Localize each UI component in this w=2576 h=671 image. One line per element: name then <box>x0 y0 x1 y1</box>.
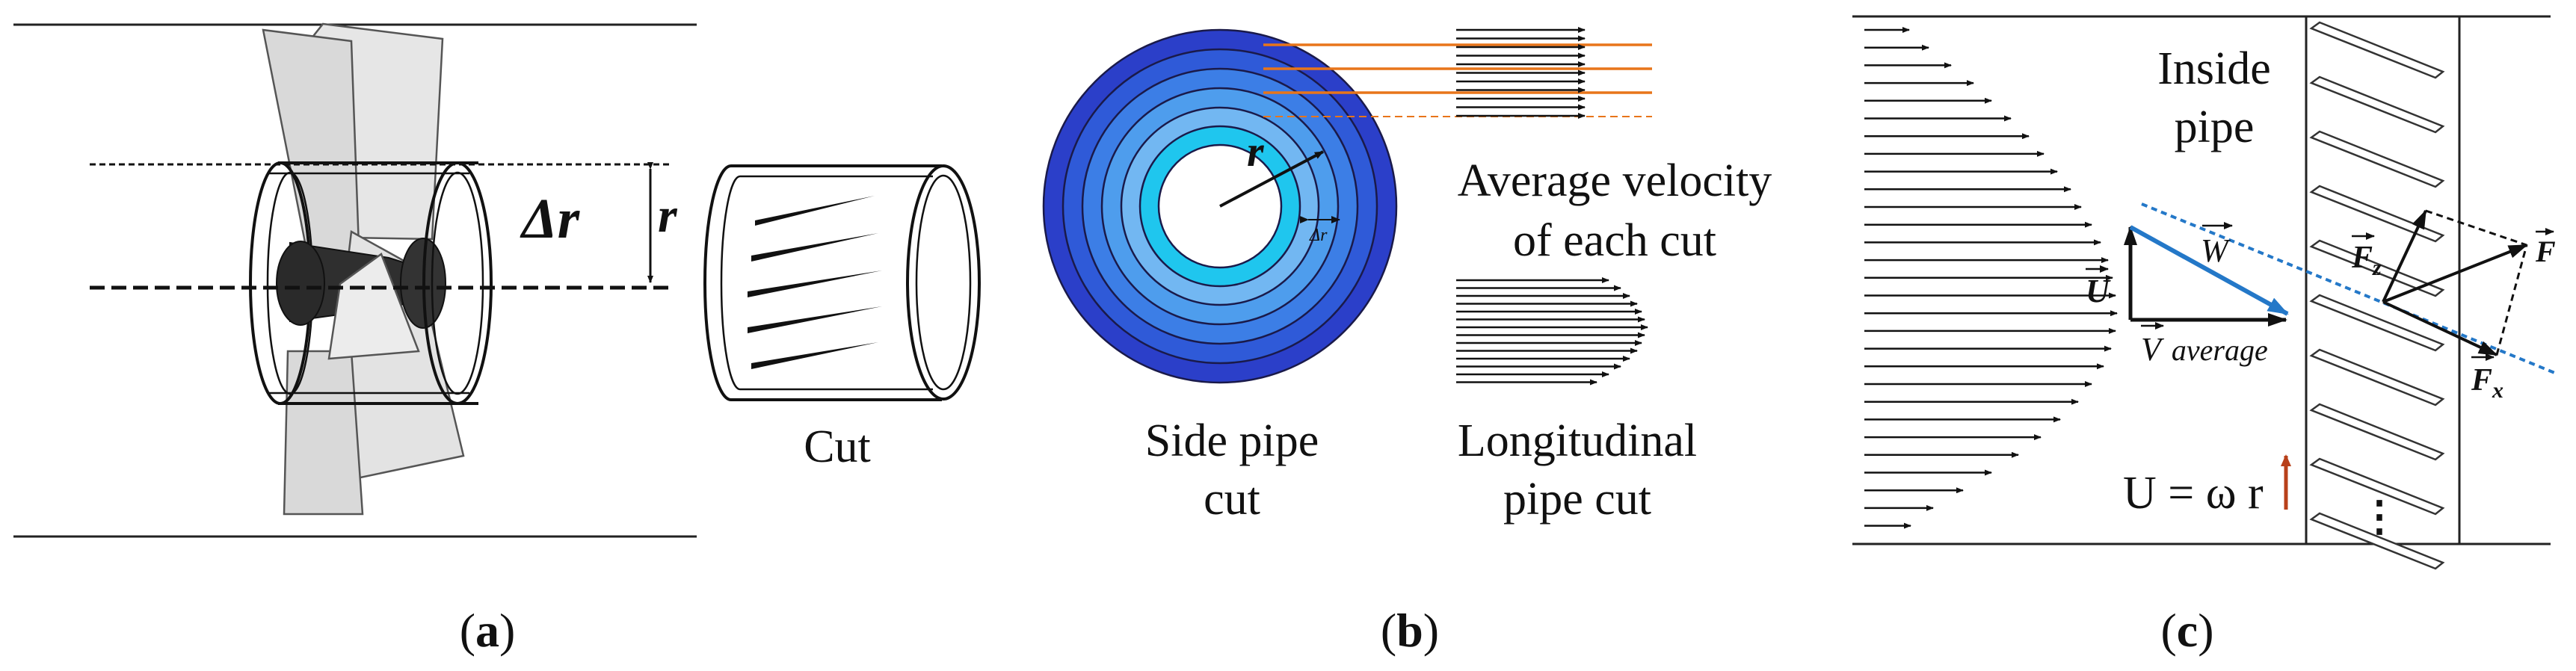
longitudinal-label-2: pipe cut <box>1503 474 1651 525</box>
fx-completion-line <box>2495 244 2528 356</box>
cut-label: Cut <box>804 421 871 472</box>
chord-line <box>2141 202 2557 375</box>
annulus-right-face <box>422 161 493 405</box>
cascade-blade <box>2309 403 2445 461</box>
longitudinal-label-1: Longitudinal <box>1458 415 1697 466</box>
radius-arrow <box>1219 150 1324 208</box>
average-velocity-label-2: of each cut <box>1513 215 1716 266</box>
velocity-profile-arrows <box>1864 27 2118 529</box>
w-label: W <box>2201 222 2233 269</box>
caption-c: (c) <box>2160 604 2213 657</box>
average-velocity-label-1: Average velocity <box>1458 155 1772 206</box>
turbine-blade-lower <box>283 350 364 516</box>
formula-label: U = ω r <box>2123 468 2264 519</box>
radius-label: r <box>1247 127 1264 176</box>
inside-pipe-label-1: Inside <box>2157 43 2271 94</box>
fz-label: Fz <box>2351 232 2382 280</box>
svg-text:W: W <box>2201 232 2231 269</box>
u-label: U <box>2086 265 2111 309</box>
svg-text:(c): (c) <box>2160 604 2213 657</box>
delta-r-label: Δr <box>520 188 581 250</box>
cascade-blade <box>2309 75 2445 134</box>
longitudinal-profile-arrows <box>1456 277 1648 386</box>
delta-r-small-label: Δr <box>1309 226 1328 245</box>
fz-completion-line <box>2425 209 2527 247</box>
side-pipe-cut-label-1: Side pipe <box>1145 415 1319 466</box>
fx-label: Fx <box>2471 353 2503 403</box>
continuation-dots: ⋮ <box>2358 494 2400 540</box>
cascade-blade <box>2309 348 2445 406</box>
cascade-blade <box>2309 457 2445 516</box>
side-pipe-cut-label-2: cut <box>1204 474 1260 525</box>
svg-text:F: F <box>2535 235 2556 268</box>
svg-text:(b): (b) <box>1381 604 1439 657</box>
panel-a: Δr r Cut (a) <box>13 22 981 657</box>
average-velocity-arrows <box>1456 27 1586 119</box>
turbine-blade-front <box>327 253 420 360</box>
svg-text:U: U <box>2086 273 2111 309</box>
caption-b: (b) <box>1381 604 1439 657</box>
cut-ring-piece <box>703 164 981 401</box>
svg-text:Fx: Fx <box>2471 363 2503 403</box>
panel-b: r Δr Average velocity of each cut Side p… <box>1042 27 1772 657</box>
inside-pipe-label-2: pipe <box>2175 102 2255 152</box>
fz-vector <box>2382 209 2427 303</box>
f-vector <box>2382 244 2528 303</box>
svg-text:(a): (a) <box>460 604 516 657</box>
fx-vector <box>2382 300 2498 356</box>
cascade-blade <box>2309 512 2445 570</box>
cascade-blade <box>2309 130 2445 188</box>
f-label: F <box>2535 228 2556 268</box>
svg-text:Fz: Fz <box>2351 241 2382 280</box>
cascade-blade <box>2309 185 2445 243</box>
r-label: r <box>658 188 678 243</box>
caption-a: (a) <box>460 604 516 657</box>
cascade-blade <box>2309 294 2445 352</box>
w-vector <box>2129 225 2289 316</box>
cascade-blade <box>2309 21 2445 79</box>
blade-cascade <box>2309 21 2445 570</box>
